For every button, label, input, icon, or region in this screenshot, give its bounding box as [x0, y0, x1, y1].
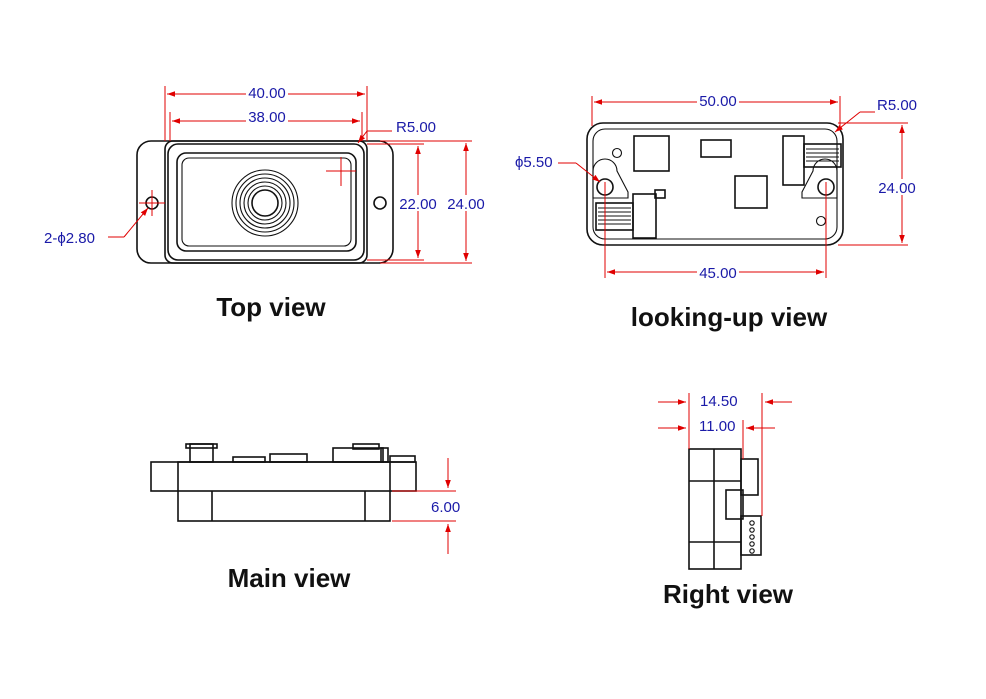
- dim-top-radius: R5.00: [396, 119, 436, 136]
- dim-top-width-inner: 38.00: [248, 109, 286, 126]
- dim-bottom-hole: ϕ5.50: [515, 154, 553, 171]
- dim-right-depth-outer: 14.50: [700, 393, 738, 410]
- dim-bottom-radius: R5.00: [877, 97, 917, 114]
- looking-up-view-title: looking-up view: [631, 302, 828, 332]
- top-view-title: Top view: [216, 292, 326, 322]
- right-view: 14.50 11.00 Right view: [658, 393, 794, 609]
- dim-main-height: 6.00: [431, 499, 460, 516]
- connector-icon: [595, 193, 657, 239]
- dim-right-depth-inner: 11.00: [699, 418, 735, 435]
- dim-bottom-height: 24.00: [878, 180, 916, 197]
- dim-bottom-width-outer: 50.00: [699, 93, 737, 110]
- dim-bottom-spacing: 45.00: [699, 265, 737, 282]
- looking-up-view: 50.00 R5.00 ϕ5.50 24.00 45.00 looking-up…: [515, 93, 923, 332]
- dim-top-height-inner: 22.00: [399, 196, 437, 213]
- dim-top-height-outer: 24.00: [447, 196, 485, 213]
- lens-icon: [231, 169, 299, 237]
- top-view: 40.00 38.00 R5.00 22.00 24.00 2-ϕ2.80 To…: [44, 85, 487, 322]
- dim-top-holes: 2-ϕ2.80: [44, 230, 95, 247]
- pin-header-icon: [749, 520, 755, 554]
- main-view: 6.00 Main view: [150, 443, 460, 593]
- dim-top-width-outer: 40.00: [248, 85, 286, 102]
- connector-icon: [782, 135, 842, 186]
- right-view-title: Right view: [663, 579, 794, 609]
- main-view-title: Main view: [228, 563, 352, 593]
